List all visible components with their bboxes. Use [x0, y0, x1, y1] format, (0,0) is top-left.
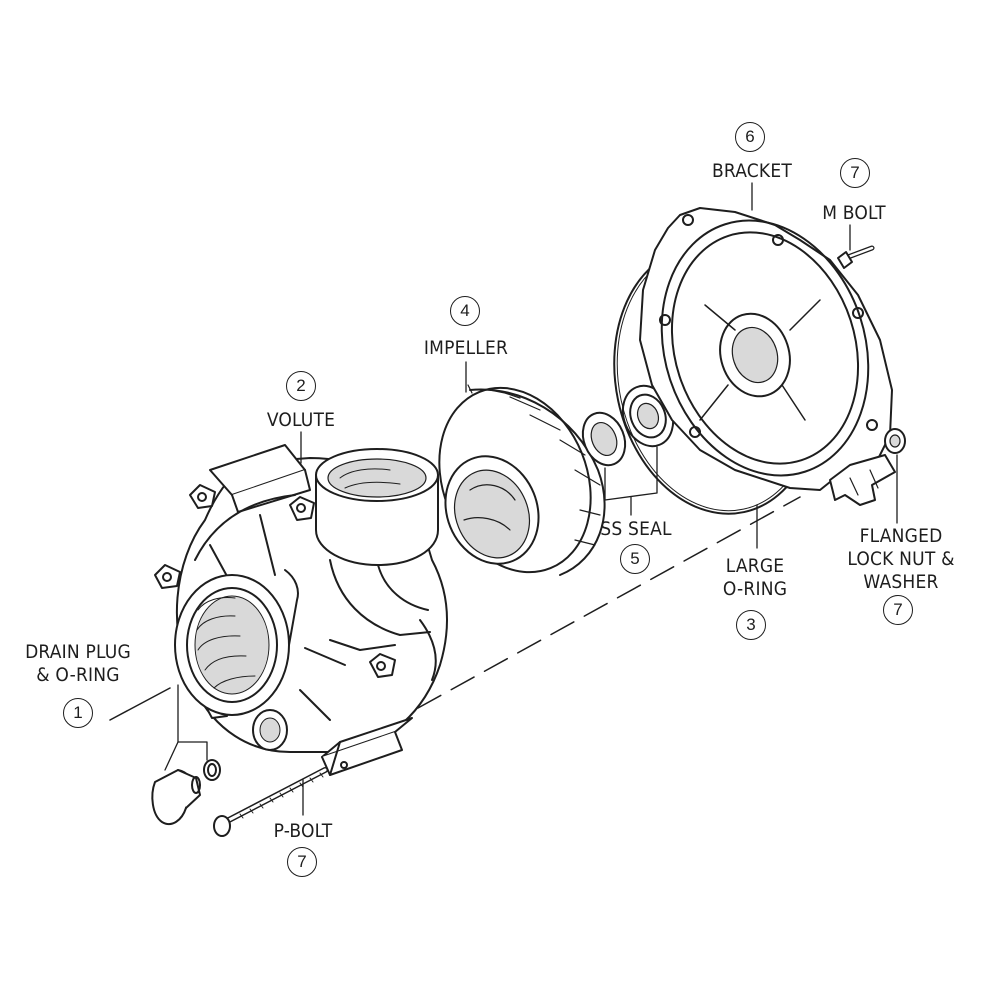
- m-bolt-label: M BOLT: [822, 202, 886, 224]
- volute-label: VOLUTE: [266, 409, 336, 431]
- volute-number-badge: 2: [286, 371, 316, 401]
- large-o-ring-number-badge: 3: [736, 610, 766, 640]
- flanged-lock-nut-label-line1: FLANGED: [859, 525, 943, 547]
- p-bolt-number-badge: 7: [287, 847, 317, 877]
- flanged-lock-nut-part: [884, 428, 906, 454]
- flanged-lock-nut-number-badge: 7: [883, 595, 913, 625]
- large-o-ring-label-line2: O-RING: [722, 578, 788, 600]
- bracket-part: [639, 207, 896, 506]
- large-o-ring-label-line1: LARGE: [725, 555, 785, 577]
- m-bolt-part: [837, 245, 875, 269]
- impeller-label: IMPELLER: [423, 337, 509, 359]
- p-bolt-label: P-BOLT: [273, 820, 333, 842]
- bracket-number-badge: 6: [735, 122, 765, 152]
- drain-plug-label-line2: & O-RING: [36, 664, 120, 686]
- drain-plug-part: [151, 759, 221, 826]
- ss-seal-number-badge: 5: [620, 544, 650, 574]
- flanged-lock-nut-label-line2: LOCK NUT &: [847, 548, 955, 570]
- volute-housing: [154, 444, 448, 776]
- m-bolt-number-badge: 7: [840, 158, 870, 188]
- bracket-label: BRACKET: [712, 160, 792, 182]
- leader-lines: [164, 182, 898, 816]
- assembly-axis: [109, 496, 801, 721]
- impeller-number-badge: 4: [450, 296, 480, 326]
- ss-seal-label: SS SEAL: [600, 518, 672, 540]
- impeller-part: [438, 384, 606, 576]
- p-bolt-part: [213, 767, 328, 837]
- drain-plug-number-badge: 1: [63, 698, 93, 728]
- flanged-lock-nut-label-line3: WASHER: [863, 571, 939, 593]
- drain-plug-label-line1: DRAIN PLUG: [25, 641, 131, 663]
